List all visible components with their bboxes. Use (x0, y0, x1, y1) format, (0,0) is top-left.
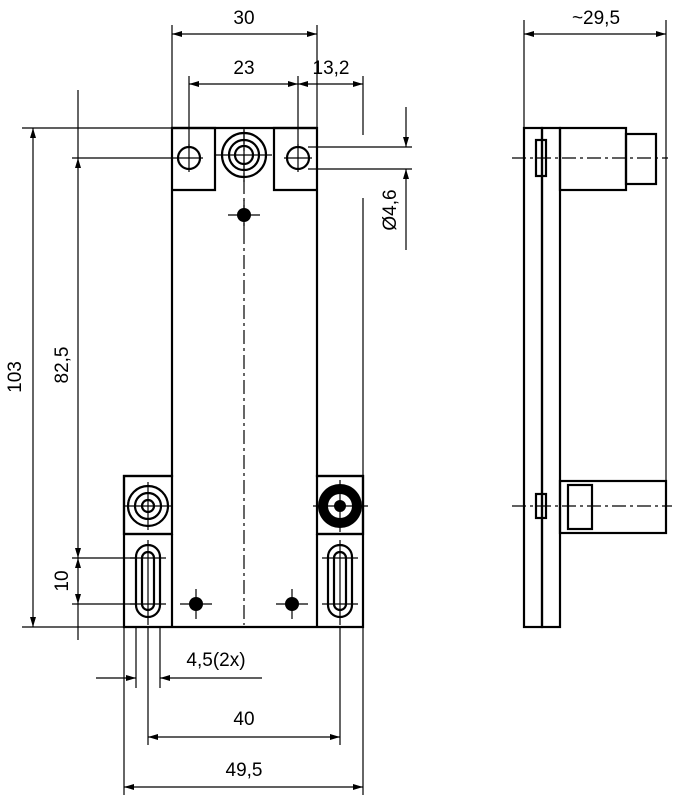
front-view (122, 126, 368, 629)
top-connector-cap (624, 132, 658, 186)
side-plate-back (540, 126, 562, 629)
screw-mark-bottom-left (180, 589, 212, 619)
screw-bottom-left (124, 482, 172, 530)
top-left-lug (172, 126, 217, 192)
dim-total-height: 103 (5, 361, 26, 393)
dim-depth: ~29,5 (572, 8, 620, 29)
dim-slot-length: 10 (52, 570, 73, 591)
screw-mark-bottom-right (276, 589, 308, 619)
top-connector-body (558, 126, 628, 192)
mounting-hole-top-right (284, 144, 312, 172)
top-right-lug (272, 126, 317, 192)
dim-hole-spacing: 23 (233, 58, 254, 79)
dim-top-width: 30 (233, 8, 254, 29)
slot-left (130, 540, 166, 625)
mounting-hole-top-left (175, 144, 203, 172)
dim-offset: 13,2 (313, 58, 350, 79)
side-view (512, 20, 672, 629)
screw-top-center (216, 128, 272, 182)
dim-slot-width: 4,5(2x) (186, 650, 245, 671)
bottom-connector-body (558, 479, 668, 535)
screw-bottom-right (313, 480, 368, 532)
dim-slot-height: 82,5 (52, 347, 73, 384)
dim-hole-diameter: Ø4,6 (380, 189, 401, 230)
dimension-lines (22, 25, 412, 795)
dim-base-width: 49,5 (226, 760, 263, 781)
dim-slot-spacing: 40 (233, 709, 254, 730)
side-plate-front (522, 126, 544, 629)
screw-mark-upper (228, 200, 260, 230)
slot-right (322, 540, 358, 625)
bottom-connector-nut (566, 483, 594, 531)
